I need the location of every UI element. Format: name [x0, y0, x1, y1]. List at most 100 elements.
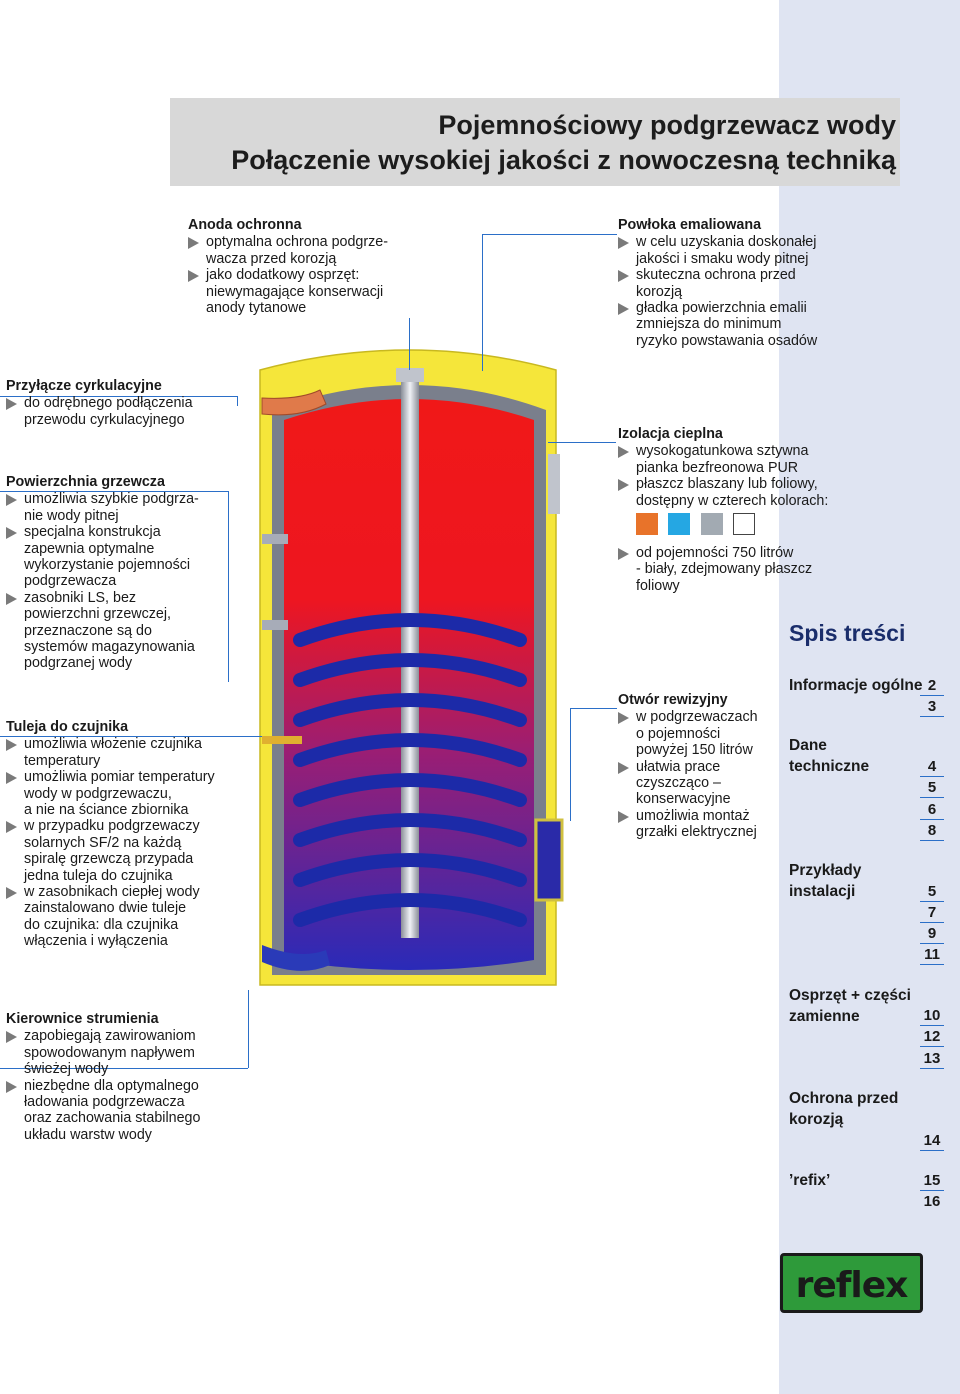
insulation-item: od pojemności 750 litrów — [618, 545, 848, 561]
toc-label-refix[interactable]: ’refix’ — [789, 1172, 831, 1189]
toc-label-corrosion[interactable]: Ochrona przed korozją — [789, 1090, 899, 1128]
toc-page[interactable]: 6 — [920, 801, 944, 820]
enamel-item: skuteczna ochrona przed — [618, 267, 848, 283]
water-heater-illustration — [259, 349, 564, 986]
circulation-heading: Przyłącze cyrkulacyjne — [6, 378, 162, 394]
sensor-heading: Tuleja do czujnika — [6, 719, 129, 735]
insulation-item: foliowy — [636, 577, 680, 594]
toc-page[interactable]: 9 — [920, 925, 944, 944]
toc-page[interactable]: 5 — [920, 883, 944, 902]
anode-item: jako dodatkowy osprzęt: — [188, 267, 408, 283]
toc-page[interactable]: 11 — [920, 946, 944, 965]
heating-heading: Powierzchnia grzewcza — [6, 474, 165, 490]
inspection-item: o pojemności — [636, 725, 721, 742]
anode-item: niewymagające konserwacji — [206, 283, 384, 300]
swatch-blue — [668, 513, 691, 535]
inspection-item: w podgrzewaczach — [618, 709, 778, 725]
flow-item: spowodowanym napływem — [24, 1044, 195, 1061]
toc-page[interactable]: 3 — [920, 698, 944, 717]
leader-heating — [0, 491, 229, 682]
sensor-item: a nie na ściance zbiornika — [24, 802, 189, 819]
callout-heating-surface: Powierzchnia grzewcza umożliwia szybkie … — [6, 474, 221, 672]
enamel-item: korozją — [636, 283, 683, 300]
title-band — [170, 98, 900, 186]
heating-item: podgrzanej wody — [24, 655, 133, 672]
toc-page[interactable]: 12 — [920, 1028, 944, 1047]
sensor-item: do czujnika: dla czujnika — [24, 916, 179, 933]
sensor-item: umożliwia pomiar temperatury — [6, 769, 236, 785]
toc-page[interactable]: 7 — [920, 904, 944, 923]
swatch-grey — [700, 513, 723, 535]
toc-label-installation[interactable]: Przykłady instalacji — [789, 862, 862, 900]
anode-item: wacza przed korozją — [206, 250, 337, 267]
insulation-item: - biały, zdejmowany płaszcz — [636, 561, 813, 578]
heating-item: powierzchni grzewczej, — [24, 606, 171, 623]
toc-page[interactable]: 15 — [920, 1172, 944, 1191]
circulation-item: do odrębnego podłączenia — [6, 395, 226, 411]
sensor-item: temperatury — [24, 752, 101, 769]
flow-item: oraz zachowania stabilnego — [24, 1110, 201, 1127]
enamel-item: gładka powierzchnia emalii — [618, 300, 848, 316]
toc-page[interactable]: 8 — [920, 822, 944, 841]
circulation-pipe — [261, 389, 327, 416]
inspection-item: konserwacyjne — [636, 791, 731, 808]
enamel-item: w celu uzyskania doskonałej — [618, 234, 848, 250]
insulation-item: pianka bezfreonowa PUR — [636, 459, 799, 476]
callout-flow-guides: Kierownice strumienia zapobiegają zawiro… — [6, 1011, 236, 1143]
insulation-item: dostępny w czterech kolorach: — [636, 492, 829, 509]
heating-item: podgrzewacza — [24, 573, 117, 590]
heating-item: wykorzystanie pojemności — [24, 557, 191, 574]
anode-item: anody tytanowe — [206, 300, 307, 317]
inspection-heading: Otwór rewizyjny — [618, 692, 728, 708]
inspection-port — [534, 818, 564, 902]
callout-circulation: Przyłącze cyrkulacyjne do odrębnego podł… — [6, 378, 226, 428]
inspection-item: grzałki elektrycznej — [636, 824, 757, 841]
toc-page[interactable]: 13 — [920, 1050, 944, 1069]
enamel-heading: Powłoka emaliowana — [618, 217, 762, 233]
enamel-item: ryzyko powstawania osadów — [636, 332, 818, 349]
sensor-item: jedna tuleja do czujnika — [24, 867, 173, 884]
insulation-heading: Izolacja cieplna — [618, 426, 723, 442]
flow-heading: Kierownice strumienia — [6, 1011, 159, 1027]
callout-insulation-2: od pojemności 750 litrów - biały, zdejmo… — [618, 545, 848, 594]
toc-page[interactable]: 10 — [920, 1007, 944, 1026]
heating-item: zapewnia optymalne — [24, 540, 155, 557]
swatch-orange — [636, 513, 658, 535]
page-subtitle: Połączenie wysokiej jakości z nowoczesną… — [231, 145, 896, 175]
inspection-item: powyżej 150 litrów — [636, 742, 753, 759]
heating-item: specjalna konstrukcja — [6, 524, 221, 540]
callout-anode: Anoda ochronna optymalna ochrona podgrze… — [188, 217, 408, 316]
toc-label-general[interactable]: Informacje ogólne — [789, 677, 923, 694]
callout-inspection: Otwór rewizyjny w podgrzewaczach o pojem… — [618, 692, 778, 841]
insulation-item: płaszcz blaszany lub foliowy, — [618, 476, 848, 492]
leader-circulation-v — [237, 396, 238, 406]
leader-sensor — [0, 736, 262, 737]
enamel-item: jakości i smaku wody pitnej — [636, 250, 809, 267]
page-title: Pojemnościowy podgrzewacz wody — [438, 110, 896, 140]
toc-page[interactable]: 14 — [920, 1132, 944, 1151]
heating-item: nie wody pitnej — [24, 507, 119, 524]
logo-text: reflex — [795, 1265, 909, 1306]
enamel-item: zmniejsza do minimum — [636, 316, 782, 333]
inspection-item: czyszcząco – — [636, 775, 722, 792]
sensor-item: włączenia i wyłączenia — [24, 933, 168, 950]
heating-item: zasobniki LS, bez — [6, 590, 221, 606]
toc-page[interactable]: 5 — [920, 779, 944, 798]
anode-heading: Anoda ochronna — [188, 217, 302, 233]
toc-page[interactable]: 2 — [920, 677, 944, 696]
flow-item: układu warstw wody — [24, 1126, 152, 1143]
leader-inspection — [570, 708, 617, 821]
leader-flow-v — [248, 990, 249, 1068]
toc-label-accessories[interactable]: Osprzęt + części zamienne — [789, 987, 911, 1025]
leader-insulation — [548, 442, 616, 443]
inspection-item: ułatwia prace — [618, 759, 778, 775]
toc-label-technical[interactable]: Dane techniczne — [789, 737, 870, 775]
flow-item: ładowania podgrzewacza — [24, 1094, 185, 1111]
leader-circulation — [0, 396, 237, 397]
sensor-item: w zasobnikach ciepłej wody — [6, 884, 236, 900]
reflex-logo: reflex — [780, 1253, 923, 1313]
heating-item: umożliwia szybkie podgrza- — [6, 491, 221, 507]
toc-page[interactable]: 4 — [920, 758, 944, 777]
leader-flow — [0, 1026, 248, 1069]
flow-item: świeżej wody — [24, 1061, 109, 1078]
